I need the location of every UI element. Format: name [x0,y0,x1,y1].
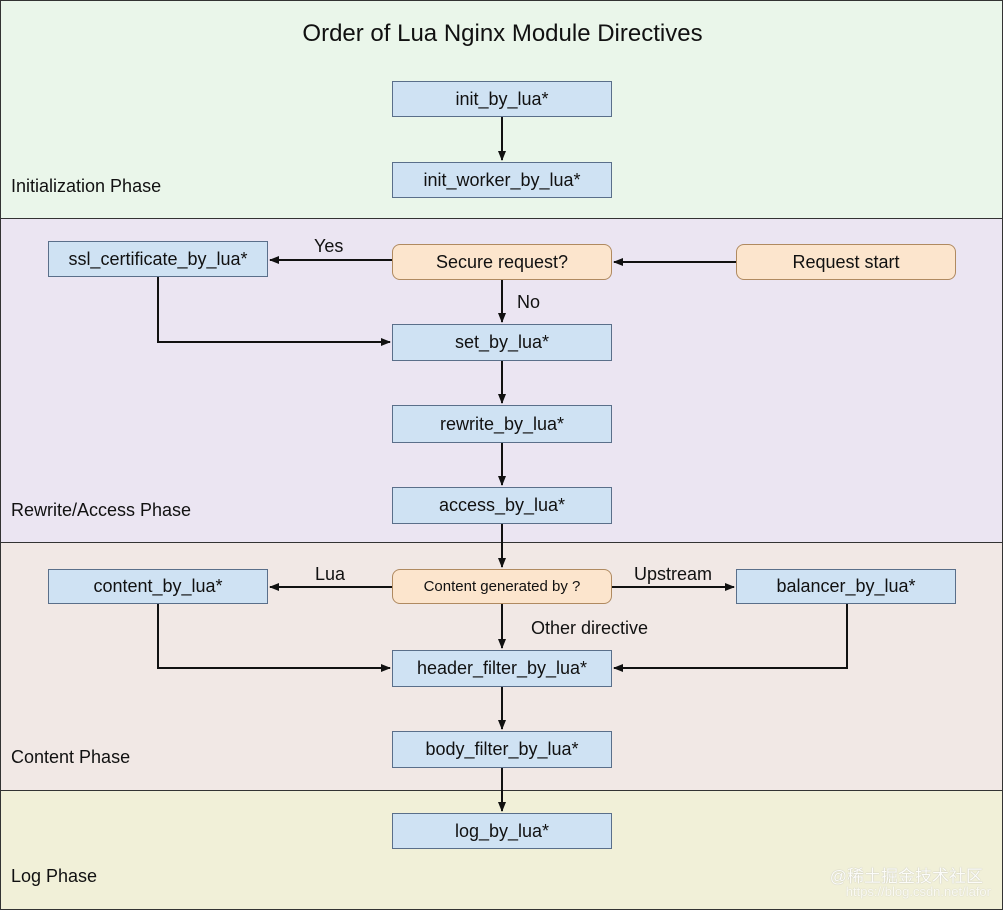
edge-label-other-directive: Other directive [531,618,649,638]
node-balancer-by-lua: balancer_by_lua* [736,569,956,604]
watermark: @稀土掘金技术社区 [829,867,983,886]
node-header-filter-by-lua: header_filter_by_lua* [392,650,612,687]
edge-label-lua: Lua [315,564,346,584]
node-init-worker-by-lua: init_worker_by_lua* [392,162,612,198]
node-init-by-lua: init_by_lua* [392,81,612,117]
watermark-url: https://blog.csdn.net/lafor [845,884,991,899]
node-access-by-lua: access_by_lua* [392,487,612,524]
node-log-by-lua: log_by_lua* [392,813,612,849]
diagram-title: Order of Lua Nginx Module Directives [302,20,703,47]
edge-label-no: No [517,292,541,312]
node-body-filter-by-lua: body_filter_by_lua* [392,731,612,768]
node-set-by-lua: set_by_lua* [392,324,612,361]
node-content-generated-by-decision: Content generated by ? [392,569,612,604]
node-ssl-certificate-by-lua: ssl_certificate_by_lua* [48,241,268,277]
node-rewrite-by-lua: rewrite_by_lua* [392,405,612,443]
edge-label-yes: Yes [314,236,344,256]
phase-label-initialization: Initialization Phase [11,176,162,196]
edge-label-upstream: Upstream [634,564,713,584]
phase-label-content: Content Phase [11,747,131,767]
node-content-by-lua: content_by_lua* [48,569,268,604]
node-request-start: Request start [736,244,956,280]
phase-label-log: Log Phase [11,866,98,886]
phase-label-rewrite-access: Rewrite/Access Phase [11,500,192,520]
node-secure-request-decision: Secure request? [392,244,612,280]
